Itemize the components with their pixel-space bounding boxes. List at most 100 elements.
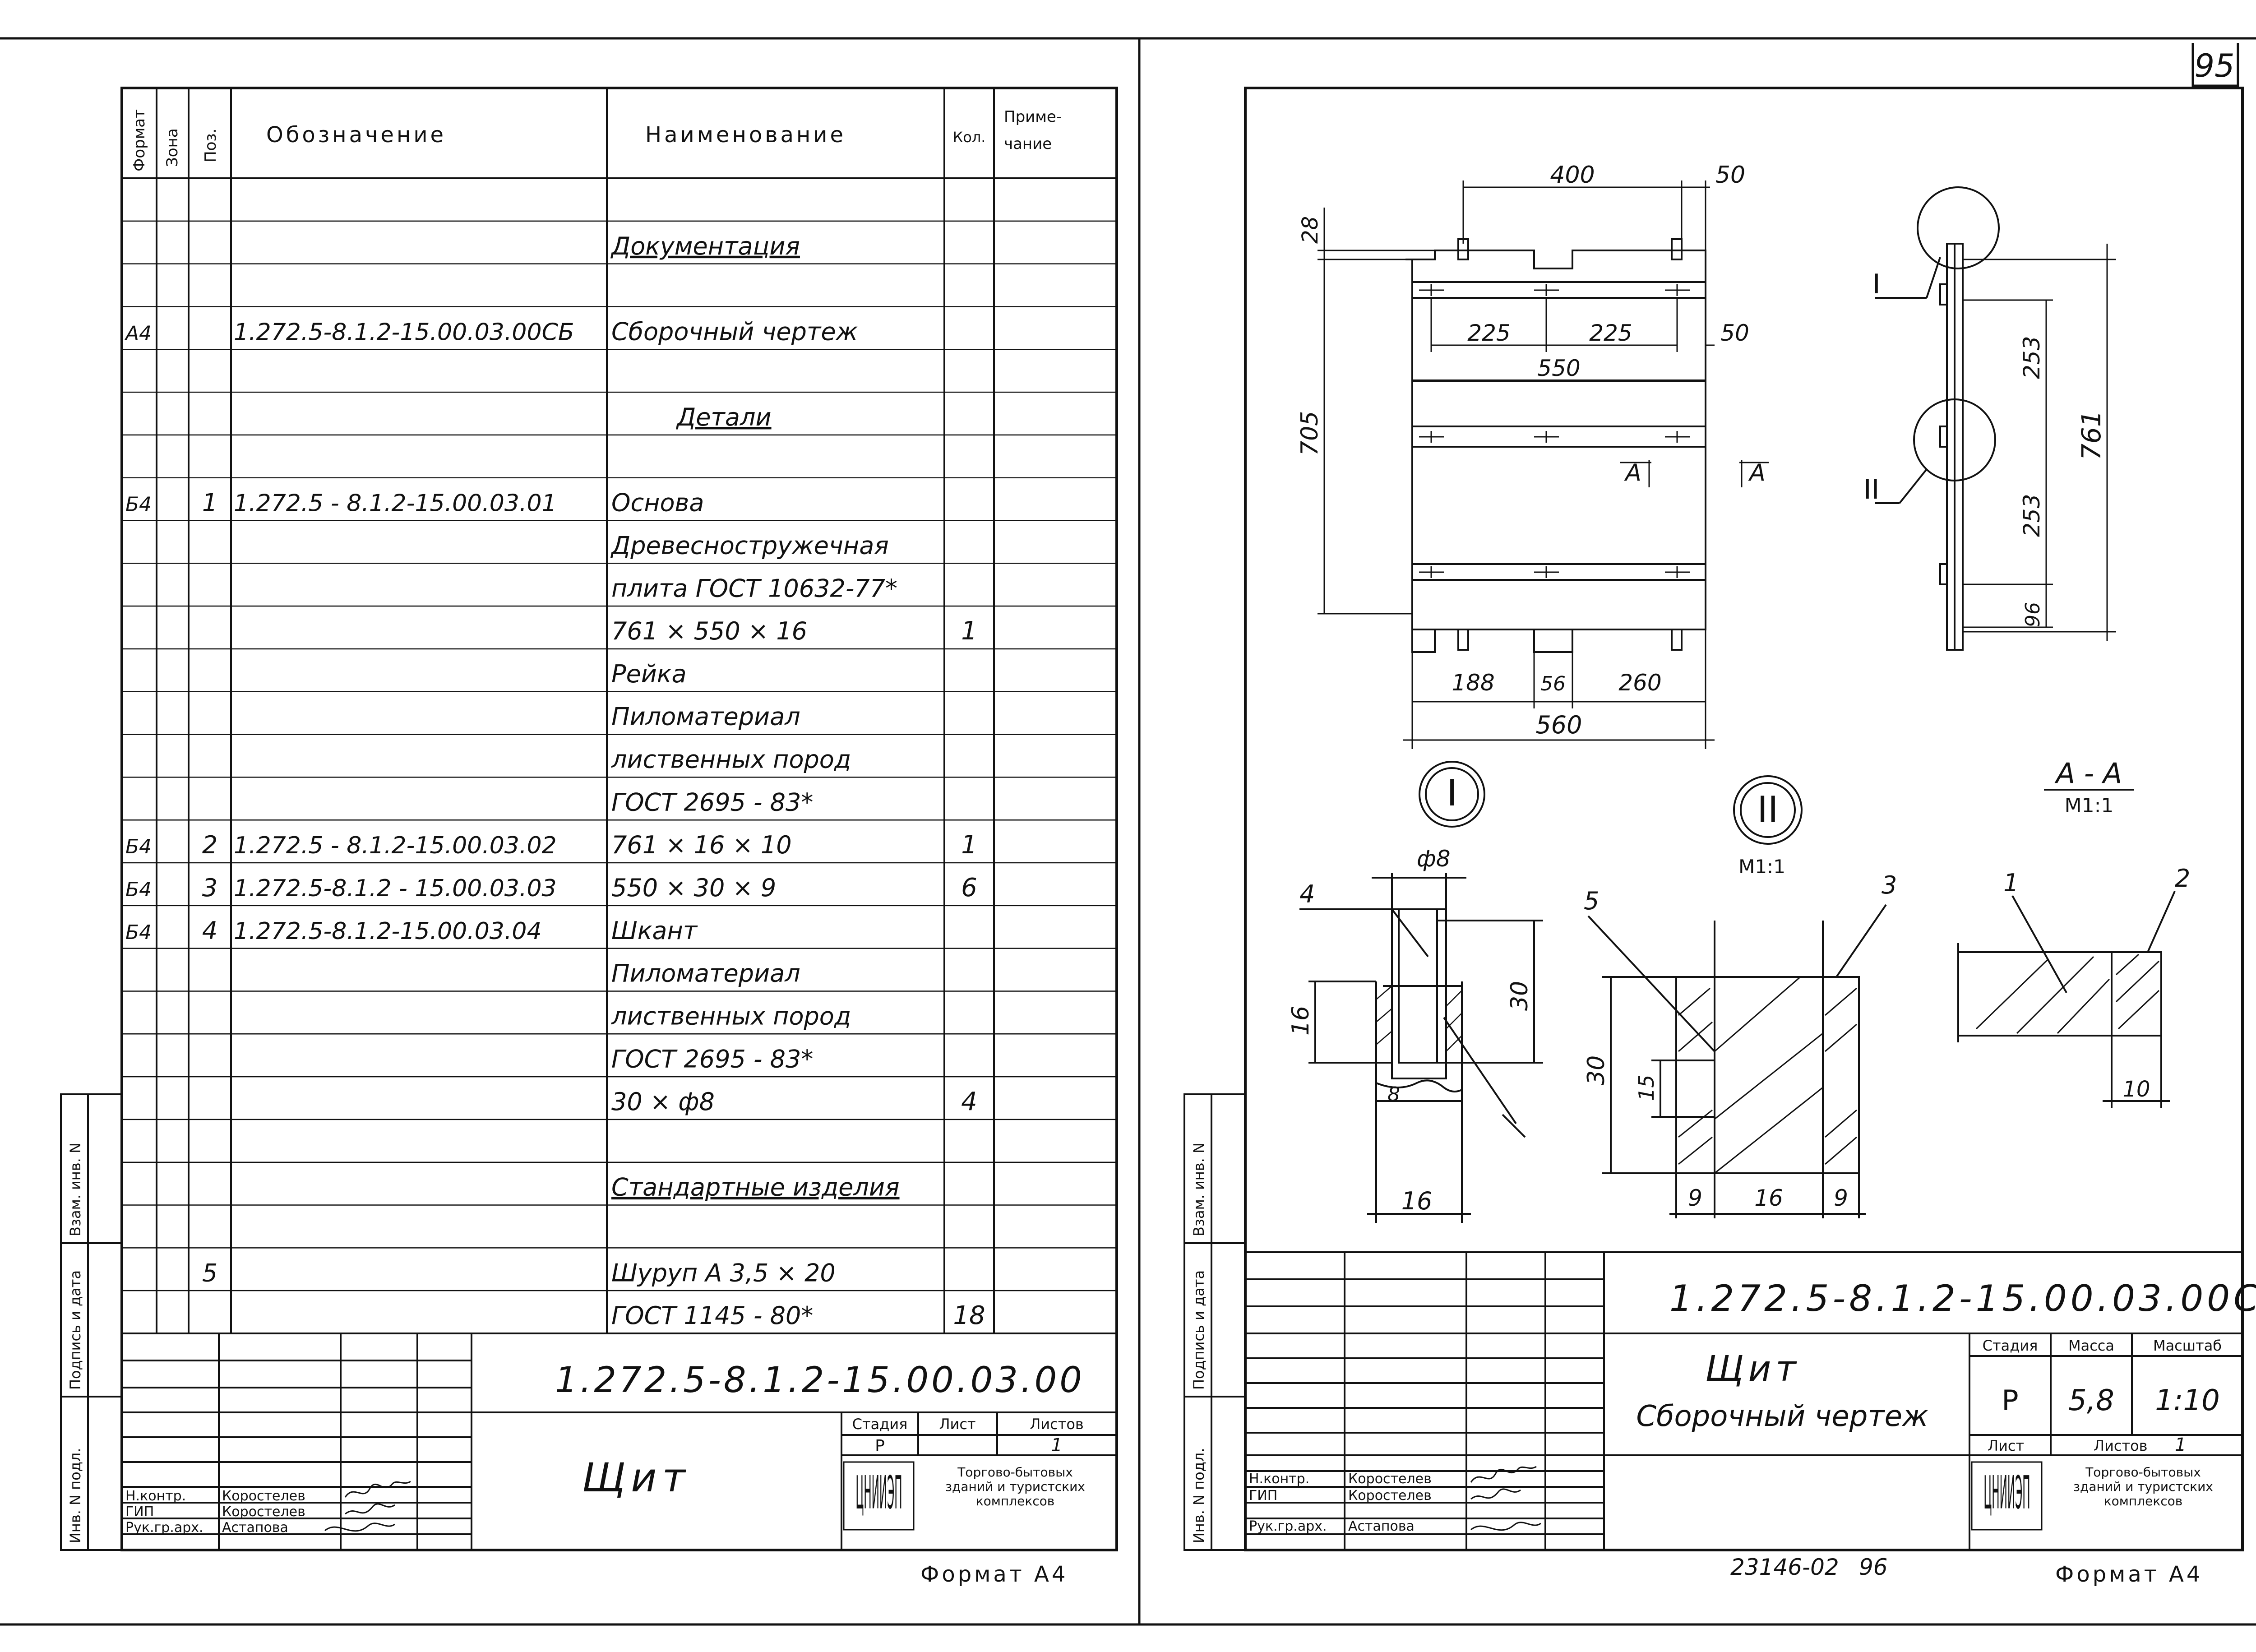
svg-text:ЦНИИЭП: ЦНИИЭП: [1983, 1467, 2030, 1519]
dim-30-a: 30: [1506, 981, 1533, 1011]
leader-1: 1: [2003, 869, 2019, 897]
section-a-a: [1957, 789, 2176, 1108]
left-stage-label: Стадия: [852, 1416, 908, 1433]
right-title-subtitle: Сборочный чертеж: [1636, 1400, 1928, 1433]
right-side-stamp: [1183, 1093, 1246, 1551]
right-signatures: [1470, 1466, 1541, 1531]
right-org-line-1: Торгово-бытовых: [2085, 1465, 2201, 1480]
leader-3: 3: [1882, 871, 1897, 899]
right-side-label-replace: Взам. инв. N: [1190, 1143, 1207, 1236]
dim-16-a: 16: [1287, 1006, 1314, 1036]
left-stage-value: Р: [875, 1437, 885, 1455]
dim-253-b: 253: [2019, 494, 2045, 537]
left-org-logo: ЦНИИЭП: [843, 1461, 915, 1531]
dim-260: 260: [1618, 670, 1661, 696]
dim-8: 8: [1387, 1083, 1400, 1106]
spec-row-format: Б4: [125, 493, 152, 516]
left-title-code: 1.272.5-8.1.2-15.00.03.00: [555, 1360, 1085, 1401]
dim-50-mid: 50: [1720, 320, 1749, 346]
right-person-role-1: Н.контр.: [1249, 1471, 1309, 1487]
left-sheet: Формат Зона Поз. Обозначение Наименовани…: [60, 87, 1118, 1587]
spec-row-name: 761 × 550 × 16: [611, 617, 807, 645]
dim-253-a: 253: [2019, 336, 2045, 379]
header-pos: Поз.: [202, 129, 220, 162]
dim-705: 705: [1296, 411, 1323, 456]
spec-row-pos: 5: [202, 1259, 217, 1287]
right-mass-label: Масса: [2068, 1337, 2114, 1354]
spec-row-designation: 1.272.5 - 8.1.2-15.00.03.01: [234, 490, 557, 517]
spec-row-pos: 4: [202, 916, 217, 945]
left-person-name-3: Астапова: [222, 1520, 288, 1536]
dim-16-b: 16: [1401, 1187, 1433, 1215]
spec-row-name: Стандартные изделия: [611, 1173, 900, 1202]
dim-50-top: 50: [1715, 162, 1745, 189]
spec-row-name: Рейка: [611, 660, 687, 688]
leader-4: 4: [1299, 880, 1315, 908]
dim-96: 96: [2021, 602, 2044, 627]
left-format-label: Формат А4: [920, 1562, 1068, 1587]
dim-56: 56: [1540, 672, 1566, 695]
dim-560: 560: [1535, 711, 1582, 739]
right-org-logo: ЦНИИЭП: [1971, 1461, 2043, 1531]
right-person-name-3: Астапова: [1348, 1518, 1415, 1534]
section-scale: М1:1: [2065, 794, 2114, 817]
spec-row-format: Б4: [125, 835, 152, 858]
side-label-sign: Подпись и дата: [67, 1270, 84, 1390]
spec-row-name: Шуруп А 3,5 × 20: [611, 1259, 836, 1287]
dim-16-c: 16: [1754, 1185, 1783, 1211]
leader-2: 2: [2175, 864, 2190, 893]
detail-i: [1299, 761, 1543, 1223]
spec-row-name: Детали: [676, 403, 772, 431]
right-stage-value: Р: [2002, 1384, 2018, 1417]
right-title-block: [1245, 1251, 2242, 1550]
callout-i: I: [1872, 268, 1881, 300]
right-format-label: Формат А4: [2055, 1562, 2203, 1587]
spec-row-name: ГОСТ 2695 - 83*: [611, 1045, 813, 1073]
dim-550: 550: [1537, 355, 1580, 381]
dim-225-b: 225: [1589, 320, 1632, 346]
right-title-code: 1.272.5-8.1.2-15.00.03.00СБ: [1669, 1277, 2256, 1319]
spec-row-name: плита ГОСТ 10632-77*: [611, 574, 897, 602]
spec-row-qty: 6: [961, 873, 977, 902]
spec-row-name: ГОСТ 2695 - 83*: [611, 788, 813, 816]
right-side-label-sign: Подпись и дата: [1190, 1270, 1207, 1390]
section-title: А - А: [2054, 757, 2122, 790]
spec-row-name: Шкант: [611, 916, 698, 945]
spec-row-qty: 18: [953, 1301, 985, 1330]
spec-row-name: лиственных пород: [611, 745, 851, 774]
dim-10: 10: [2122, 1077, 2150, 1102]
right-side-label-inv: Инв. N подл.: [1190, 1448, 1207, 1543]
header-qty: Кол.: [953, 129, 986, 146]
section-mark-left: А: [1624, 459, 1641, 486]
spec-row-lines: [122, 220, 1117, 1291]
spec-row-designation: 1.272.5 - 8.1.2-15.00.03.02: [234, 832, 557, 859]
left-person-role-1: Н.контр.: [125, 1488, 186, 1504]
spec-row-name: Древесностружечная: [610, 531, 889, 560]
spec-row-name: Документация: [610, 232, 800, 260]
left-org-line-2: зданий и туристских: [945, 1479, 1085, 1494]
right-person-name-1: Коростелев: [1348, 1471, 1432, 1487]
spec-row-name: 761 × 16 × 10: [611, 831, 792, 859]
spec-row-name: Пиломатериал: [611, 703, 800, 731]
detail-i-mark: I: [1447, 772, 1457, 814]
spec-row-pos: 1: [202, 489, 217, 517]
spec-row-name: 550 × 30 × 9: [611, 874, 776, 902]
spec-table-grid: [122, 88, 1117, 1333]
spec-row-qty: 1: [961, 616, 977, 646]
detail-ii: [1587, 775, 1887, 1218]
right-stage-label: Стадия: [1983, 1337, 2038, 1354]
left-signatures: [324, 1481, 411, 1532]
side-label-inv: Инв. N подл.: [67, 1448, 84, 1543]
left-person-role-2: ГИП: [125, 1504, 154, 1520]
page-frame: [0, 37, 2256, 1626]
dim-30-b: 30: [1583, 1055, 1610, 1085]
left-person-name-2: Коростелев: [222, 1504, 305, 1520]
svg-text:ЦНИИЭП: ЦНИИЭП: [855, 1467, 902, 1519]
left-org-line-3: комплексов: [976, 1494, 1055, 1509]
dim-9-b: 9: [1834, 1185, 1848, 1211]
right-mass-value: 5,8: [2068, 1384, 2114, 1417]
page-number: 95: [2194, 47, 2234, 84]
spec-row-pos: 2: [202, 831, 217, 859]
